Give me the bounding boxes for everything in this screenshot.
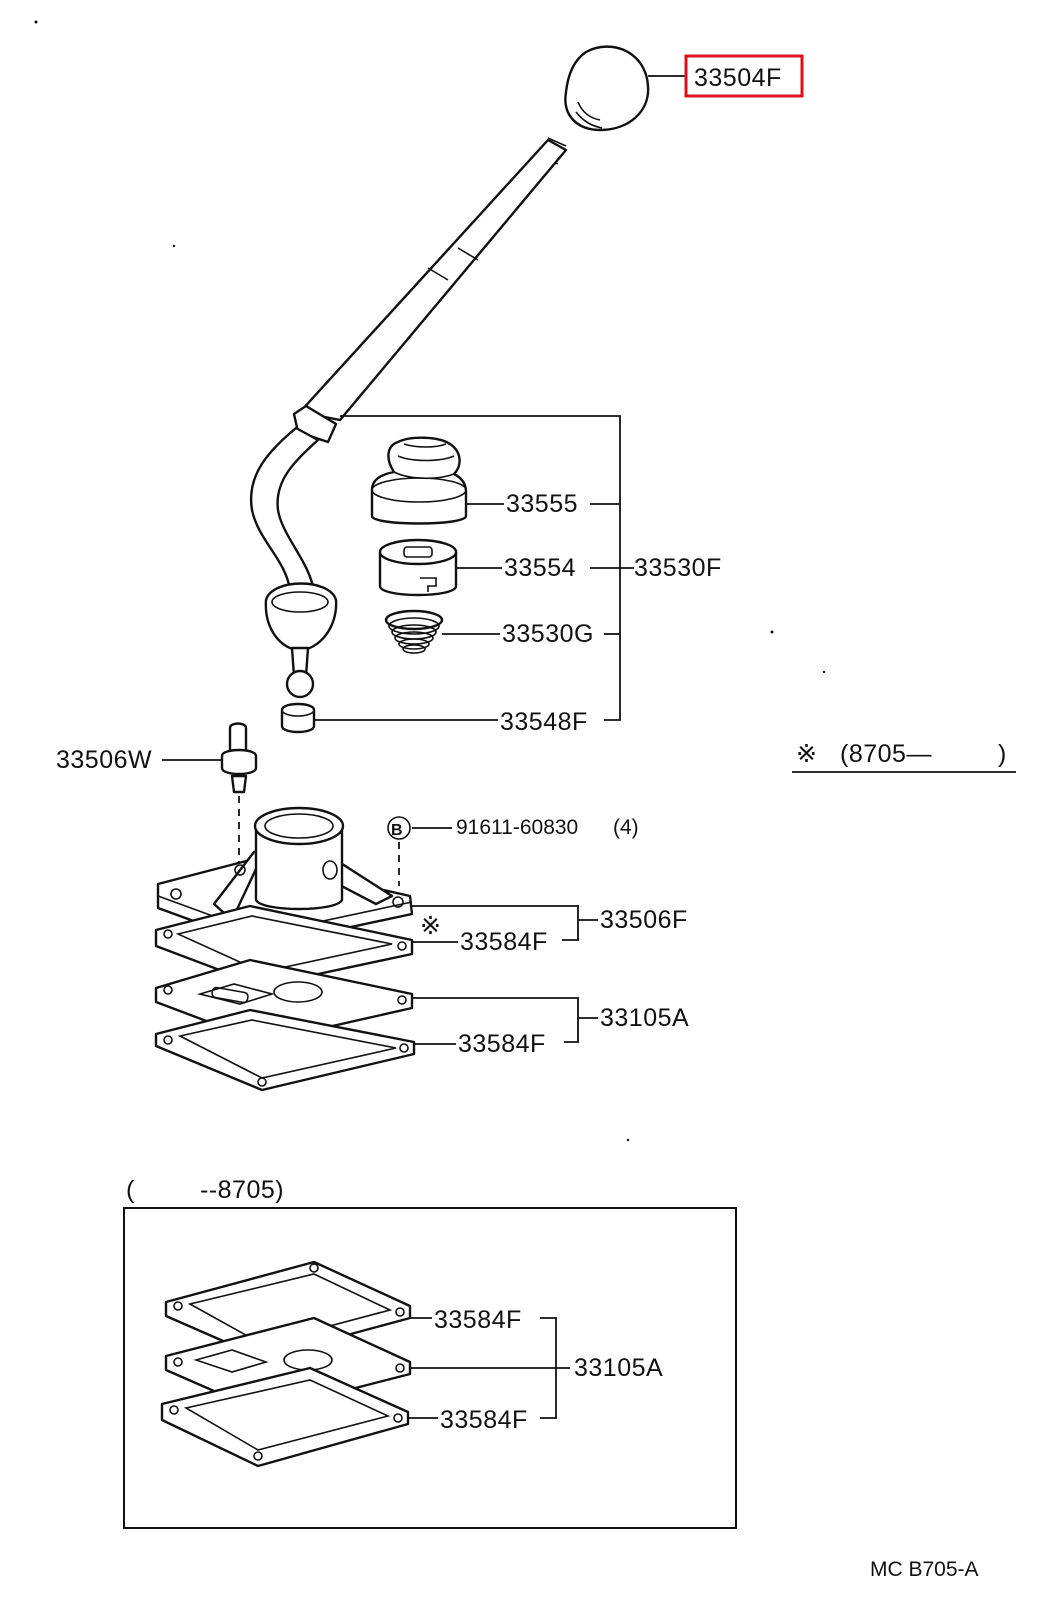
inset-plate-assy-label[interactable]: 33105A bbox=[574, 1354, 663, 1382]
inset-open-paren: ( bbox=[126, 1176, 135, 1204]
inset-gasket-top-label[interactable]: 33584F bbox=[434, 1306, 522, 1334]
scan-speck bbox=[626, 1138, 630, 1142]
inset-gasket-bottom-part[interactable] bbox=[160, 1366, 410, 1468]
retainer-assy-label[interactable]: 33506F bbox=[600, 906, 688, 934]
bolt-label[interactable]: 91611-60830 bbox=[456, 816, 578, 839]
inset-gasket-bottom-label[interactable]: 33584F bbox=[440, 1406, 528, 1434]
bushing-label[interactable]: 33548F bbox=[500, 708, 588, 736]
gasket-upper-label[interactable]: 33584F bbox=[460, 928, 548, 956]
scan-speck bbox=[822, 670, 826, 674]
spring-label[interactable]: 33530G bbox=[502, 620, 594, 648]
plate-assy-label[interactable]: 33105A bbox=[600, 1004, 689, 1032]
scan-speck bbox=[34, 20, 38, 24]
pin-part[interactable] bbox=[220, 722, 258, 794]
retainer-label[interactable]: 33554 bbox=[504, 554, 576, 582]
gasket-lower-part[interactable] bbox=[154, 1008, 416, 1092]
inset-frame bbox=[123, 1207, 737, 1529]
gasket-upper-part[interactable] bbox=[154, 904, 414, 988]
bolt-symbol-circle bbox=[387, 816, 411, 840]
gasket-lower-label[interactable]: 33584F bbox=[458, 1030, 546, 1058]
plate-assy-bracket bbox=[412, 997, 579, 1043]
note-star-symbol: ※ bbox=[796, 740, 817, 768]
bolt-symbol: B bbox=[391, 822, 403, 839]
diagram-code: MC B705-A bbox=[870, 1558, 979, 1581]
boot-part[interactable] bbox=[370, 436, 468, 525]
boot-label[interactable]: 33555 bbox=[506, 490, 578, 518]
shift-knob[interactable] bbox=[564, 45, 650, 132]
knob-highlight-box bbox=[684, 54, 804, 98]
pin-label[interactable]: 33506W bbox=[56, 746, 152, 774]
note-from-close: ) bbox=[998, 740, 1007, 768]
star-mark: ※ bbox=[420, 912, 441, 940]
bolt-qty: (4) bbox=[613, 816, 639, 839]
retainer-part[interactable] bbox=[378, 538, 458, 597]
knob-label[interactable]: 33504F bbox=[694, 64, 782, 92]
inset-until-date: --8705) bbox=[200, 1176, 284, 1204]
shift-lever[interactable] bbox=[249, 137, 568, 699]
retainer-assy-bracket bbox=[412, 905, 579, 941]
spring-part[interactable] bbox=[384, 609, 444, 654]
scan-speck bbox=[770, 630, 774, 634]
bushing-part[interactable] bbox=[280, 702, 316, 734]
note-from-date: (8705— bbox=[840, 740, 932, 768]
scan-speck bbox=[172, 244, 176, 248]
lever-set-label[interactable]: 33530F bbox=[634, 554, 722, 582]
